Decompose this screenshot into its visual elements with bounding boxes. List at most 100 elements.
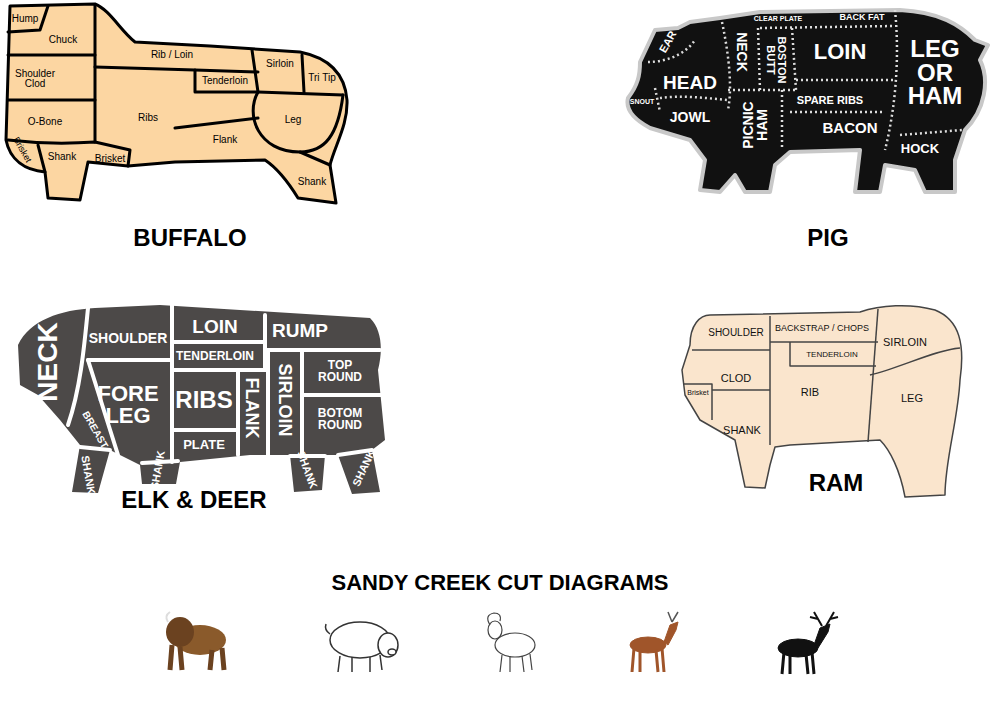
pig-diagram: [627, 10, 988, 192]
deer-icon: [630, 612, 678, 672]
buffalo-diagram-part: [175, 118, 258, 128]
cut-name: CLOD: [721, 372, 752, 384]
ram-diagram-part: [870, 348, 960, 375]
cut-name: Brisket: [95, 153, 126, 164]
cut-name: Leg: [285, 114, 302, 125]
cut-name: SHANK: [723, 424, 761, 436]
animal-heading: RAM: [809, 469, 864, 497]
cut-name: SHOULDER: [89, 330, 168, 346]
animal-heading: BUFFALO: [133, 224, 246, 252]
ram-diagram-part: [770, 341, 878, 343]
cut-name: SHANK: [350, 448, 377, 489]
cut-name: FORE LEG: [97, 381, 158, 428]
pig-icon-part: [388, 649, 396, 655]
cut-name: SHANK: [148, 450, 167, 491]
cut-name: RUMP: [272, 320, 328, 341]
cut-name: TOP ROUND: [318, 358, 362, 384]
cut-label: SPARE RIBS: [797, 95, 863, 106]
cut-label: HOCK: [901, 142, 939, 155]
cut-label: CLEAR PLATE: [754, 15, 802, 22]
cut-label: Tri Tip: [308, 73, 335, 83]
buffalo-diagram-part: [300, 152, 330, 165]
pig-diagram-part-part: [758, 28, 760, 90]
cut-name: Flank: [213, 134, 237, 145]
cut-label: Shoulder Clod: [8, 69, 63, 89]
cut-label: NECK: [735, 32, 749, 72]
pig-icon: [326, 622, 399, 672]
cut-label: Brisket: [687, 389, 708, 396]
cut-name: Sirloin: [266, 58, 294, 69]
cut-name: TENDERLOIN: [176, 349, 254, 363]
pig-diagram-part-part: [728, 89, 796, 92]
elk-deer-diagram-part-part: [172, 340, 265, 344]
pig-diagram-part-part: [885, 10, 897, 150]
elk-deer-diagram-part-part: [266, 350, 270, 455]
cut-label: TENDERLOIN: [806, 351, 858, 359]
cut-name: RIB: [801, 386, 819, 398]
cut-label: Flank: [213, 135, 237, 145]
cut-name: Shank: [48, 151, 76, 162]
cut-label: SHANK: [149, 450, 167, 490]
page-title: SANDY CREEK CUT DIAGRAMS: [332, 570, 669, 596]
cut-label: Shank: [298, 177, 326, 187]
elk-deer-diagram-part: [68, 305, 382, 463]
cut-label: TENDERLOIN: [176, 350, 254, 362]
elk-deer-diagram-part-part: [236, 370, 240, 455]
cut-name: SIRLOIN: [275, 363, 295, 436]
buffalo-diagram-part: [95, 67, 258, 72]
cut-name: HEAD: [663, 72, 717, 93]
cut-label: SIRLOIN: [276, 363, 294, 436]
deer-icon-part: [630, 637, 666, 653]
cut-label: CLOD: [721, 373, 752, 384]
elk-deer-diagram-part-part: [302, 393, 382, 397]
ram-diagram-part: [692, 349, 770, 351]
pig-icon-part: [326, 624, 331, 634]
pig-diagram-part-part: [796, 79, 896, 82]
cut-label: HEAD: [663, 73, 717, 92]
cut-label: FORE LEG: [93, 383, 163, 426]
ram-diagram-part: [684, 384, 712, 420]
cut-name: NECK: [734, 32, 750, 72]
pig-diagram-part-part: [792, 28, 796, 90]
buffalo-icon: [166, 612, 226, 670]
cut-name: BACON: [823, 119, 878, 136]
elk-icon-part: [814, 624, 830, 648]
cut-label: RUMP: [272, 321, 328, 340]
cut-name: Shoulder Clod: [15, 68, 55, 89]
cut-name: FLANK: [242, 378, 262, 439]
cut-name: LEG: [901, 392, 923, 404]
buffalo-diagram-part: [8, 54, 95, 57]
deer-icon-part: [664, 622, 678, 645]
cut-name: HOCK: [901, 141, 939, 156]
cut-name: RIBS: [175, 386, 232, 413]
cut-label: Brisket: [95, 154, 126, 164]
cut-label: SIRLOIN: [883, 337, 927, 348]
cut-name: PLATE: [183, 437, 225, 452]
cut-label: Sirloin: [266, 59, 294, 69]
cut-label: Tenderloin: [202, 76, 248, 86]
cut-label: NECK: [34, 322, 62, 401]
buffalo-diagram-part: [8, 6, 48, 32]
buffalo-diagram-part: [38, 145, 45, 172]
buffalo-diagram-part: [94, 5, 97, 142]
elk-deer-diagram-part-part: [170, 305, 174, 462]
cut-label: O-Bone: [28, 117, 62, 127]
cut-label: BACON: [823, 120, 878, 135]
cut-label: BACK FAT: [840, 13, 885, 22]
cut-label: SNOUT: [630, 98, 655, 105]
cut-name: PICNIC HAM: [740, 101, 770, 148]
cut-label: Chuck: [49, 35, 77, 45]
cut-name: Chuck: [49, 34, 77, 45]
cut-label: BACKSTRAP / CHOPS: [775, 324, 869, 333]
pig-diagram-part-part: [790, 111, 885, 114]
cut-label: Rib / Loin: [151, 50, 193, 60]
cut-label: Hump: [12, 14, 39, 24]
cut-label: SHANK: [295, 450, 319, 491]
cut-name: SNOUT: [630, 98, 655, 105]
cut-label: LOIN: [192, 317, 237, 336]
cut-label: LEG OR HAM: [907, 37, 964, 108]
pig-diagram-part-part: [722, 22, 730, 110]
elk-deer-chart: ELK & DEERNECKSHOULDERLOINRUMPTENDERLOIN…: [0, 300, 400, 515]
buffalo-chart: BUFFALOHumpChuckRib / LoinShoulder ClodS…: [0, 0, 360, 255]
